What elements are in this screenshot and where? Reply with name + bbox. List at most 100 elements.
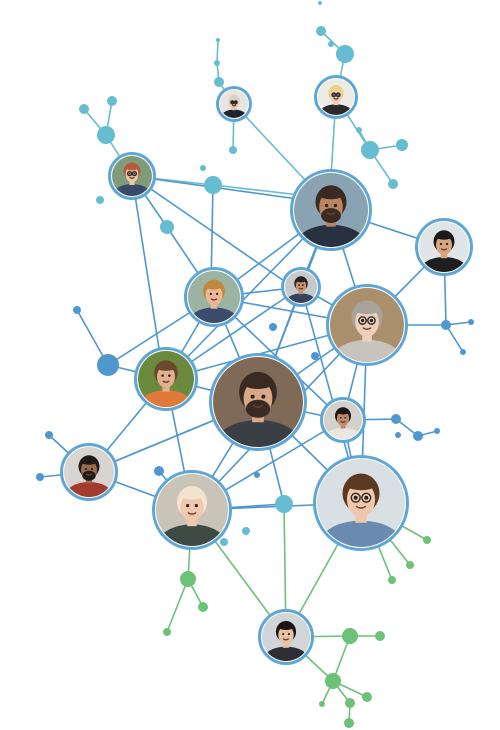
person-shoulders [113, 184, 151, 196]
person-shoulders [295, 224, 367, 247]
person-face [205, 284, 223, 306]
network-node-dot [468, 319, 474, 325]
person-eye [369, 318, 374, 323]
person-eye [298, 284, 300, 286]
person-eye [194, 504, 198, 508]
person-eye [90, 467, 94, 471]
person-eye [186, 504, 190, 508]
network-node-dot [311, 352, 319, 360]
network-node-dot [388, 179, 398, 189]
network-edge [131, 175, 161, 356]
person-glasses [233, 100, 238, 105]
person-avatar-p6[interactable] [281, 267, 321, 312]
person-avatar-p2[interactable] [314, 75, 358, 125]
person-mouth [187, 512, 197, 515]
person-avatar-p1[interactable] [216, 86, 252, 126]
person-avatar-p9[interactable] [134, 347, 198, 422]
network-node-dot [198, 602, 208, 612]
person-shoulders [319, 520, 403, 547]
network-edge [212, 184, 301, 196]
person-glasses [331, 92, 337, 98]
person-avatar-p12[interactable] [60, 443, 118, 510]
person-shoulders [157, 524, 227, 546]
person-avatar-p10[interactable] [209, 353, 307, 470]
person-hair-top [346, 478, 376, 491]
network-node-dot [220, 538, 228, 546]
person-eye [282, 633, 285, 636]
person-eye [84, 467, 88, 471]
network-node-dot [214, 77, 224, 87]
person-face [295, 279, 307, 293]
person-avatar-p7[interactable] [184, 267, 244, 337]
person-eye [360, 318, 365, 323]
person-shoulders [139, 390, 193, 407]
person-mouth [129, 176, 135, 179]
person-hair-top [354, 304, 380, 315]
person-hair-top [318, 189, 344, 200]
person-shoulders [263, 646, 309, 661]
person-glasses [361, 492, 372, 503]
network-node-dot [45, 431, 53, 439]
person-beard [82, 470, 96, 481]
person-shoulders [189, 307, 239, 323]
network-node-dot [216, 38, 220, 42]
person-avatar-p5[interactable] [415, 218, 473, 285]
person-shoulders [220, 109, 248, 118]
network-node-dot [319, 701, 325, 707]
person-avatar-p15[interactable] [258, 609, 314, 674]
person-glasses [131, 170, 138, 177]
person-eye [332, 93, 335, 96]
network-node-dot [214, 60, 220, 66]
network-node-dot [434, 428, 440, 434]
network-node-dot [342, 628, 358, 644]
person-avatar-p8[interactable] [326, 284, 408, 381]
network-node-dot [344, 718, 354, 728]
person-avatar-p3[interactable] [108, 152, 156, 207]
person-glasses [358, 316, 367, 325]
network-node-dot [345, 698, 355, 708]
person-hair-top [180, 490, 204, 500]
person-avatar-p14[interactable] [313, 455, 409, 570]
person-mouth [252, 404, 264, 408]
network-node-dot [336, 45, 354, 63]
person-eye [161, 374, 164, 377]
person-mouth [210, 298, 218, 301]
person-shoulders [65, 482, 113, 497]
person-eye [364, 495, 369, 500]
person-avatar-p13[interactable] [152, 470, 232, 565]
network-node-dot [356, 127, 362, 133]
person-hair-top [330, 87, 342, 92]
network-node-dot [362, 692, 372, 702]
person-hair-top [243, 377, 273, 389]
network-node-dot [441, 320, 451, 330]
person-mouth [355, 505, 367, 509]
person-hair-top [278, 623, 294, 631]
network-node-dot [36, 473, 44, 481]
network-node-dot [79, 104, 89, 114]
person-glasses [126, 170, 133, 177]
person-mouth [326, 212, 336, 215]
network-node-dot [388, 576, 396, 584]
person-shoulders [285, 293, 317, 303]
person-mouth [362, 327, 372, 330]
person-eye [324, 203, 329, 208]
person-eye [445, 242, 449, 246]
network-edge [332, 635, 351, 682]
person-hair-top [229, 96, 239, 100]
network-node-dot [325, 673, 341, 689]
network-edge [166, 578, 189, 633]
network-node-dot [423, 536, 431, 544]
network-node-dot [361, 141, 379, 159]
network-node-dot [97, 126, 115, 144]
person-shoulders [318, 104, 354, 115]
person-mouth [440, 248, 448, 251]
person-eye [439, 242, 443, 246]
person-avatar-p11[interactable] [320, 397, 366, 449]
person-eye [339, 416, 342, 419]
network-node-dot [375, 631, 385, 641]
person-avatar-p4[interactable] [290, 169, 372, 266]
person-mouth [333, 97, 339, 100]
network-node-dot [229, 146, 237, 154]
person-face [278, 625, 294, 645]
person-hair-top [156, 363, 176, 371]
